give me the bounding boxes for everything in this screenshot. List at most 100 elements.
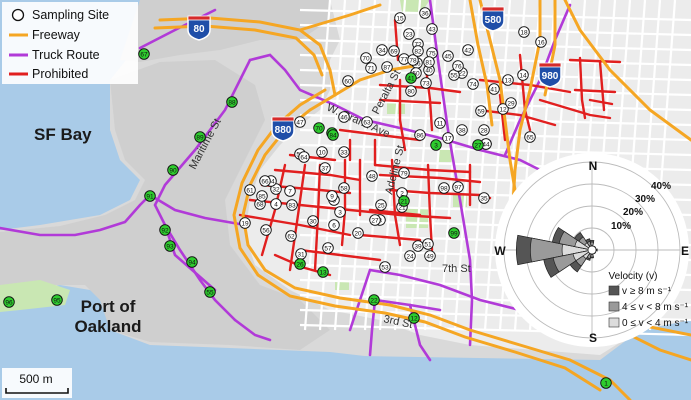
site-marker[interactable]: 33: [338, 146, 350, 158]
site-marker[interactable]: 29: [505, 97, 517, 109]
site-marker[interactable]: 70: [313, 122, 325, 134]
site-marker[interactable]: 3: [430, 139, 442, 151]
site-marker[interactable]: 94: [186, 256, 198, 268]
site-marker[interactable]: 47: [294, 116, 306, 128]
site-marker[interactable]: 77: [398, 53, 410, 65]
site-marker[interactable]: 15: [394, 12, 406, 24]
site-marker[interactable]: 64: [298, 151, 310, 163]
site-marker[interactable]: 31: [295, 248, 307, 260]
site-marker[interactable]: 34: [376, 44, 388, 56]
site-marker[interactable]: 63: [361, 116, 373, 128]
site-marker[interactable]: 49: [424, 250, 436, 262]
site-marker[interactable]: 41: [405, 72, 417, 84]
site-marker[interactable]: 70: [360, 52, 372, 64]
site-marker[interactable]: 55: [448, 69, 460, 81]
site-marker[interactable]: 19: [239, 217, 251, 229]
site-marker[interactable]: 92: [159, 224, 171, 236]
site-marker[interactable]: 55: [204, 286, 216, 298]
site-marker[interactable]: 59: [475, 105, 487, 117]
site-marker[interactable]: 23: [403, 28, 415, 40]
site-marker[interactable]: 88: [226, 96, 238, 108]
site-marker[interactable]: 35: [478, 192, 490, 204]
site-marker[interactable]: 62: [285, 230, 297, 242]
site-marker[interactable]: 14: [517, 69, 529, 81]
site-marker[interactable]: 85: [256, 190, 268, 202]
site-marker[interactable]: 45: [442, 50, 454, 62]
site-marker[interactable]: 11: [434, 117, 446, 129]
site-marker[interactable]: 4: [270, 198, 282, 210]
site-marker[interactable]: 12: [408, 312, 420, 324]
site-marker[interactable]: 42: [462, 44, 474, 56]
site-marker[interactable]: 39: [412, 240, 424, 252]
site-marker[interactable]: 37: [319, 162, 331, 174]
site-marker[interactable]: 9: [326, 190, 338, 202]
site-marker[interactable]: 41: [488, 83, 500, 95]
site-marker[interactable]: 6: [328, 219, 340, 231]
site-marker[interactable]: 48: [366, 170, 378, 182]
site-marker[interactable]: 71: [365, 62, 377, 74]
site-marker[interactable]: 21: [398, 195, 410, 207]
site-marker[interactable]: 79: [398, 167, 410, 179]
site-marker[interactable]: 86: [414, 129, 426, 141]
site-marker[interactable]: 20: [352, 227, 364, 239]
site-marker[interactable]: 7: [284, 185, 296, 197]
site-marker[interactable]: 56: [260, 224, 272, 236]
site-marker[interactable]: 69: [388, 45, 400, 57]
site-marker[interactable]: 78: [407, 54, 419, 66]
site-marker[interactable]: 74: [467, 78, 479, 90]
site-marker[interactable]: 89: [194, 131, 206, 143]
svg-text:41: 41: [490, 86, 498, 93]
site-marker[interactable]: 32: [270, 183, 282, 195]
site-marker[interactable]: 22: [368, 294, 380, 306]
site-marker[interactable]: 90: [167, 164, 179, 176]
site-marker[interactable]: 36: [419, 7, 431, 19]
site-marker[interactable]: 83: [286, 199, 298, 211]
site-marker[interactable]: 84: [327, 129, 339, 141]
site-marker[interactable]: 67: [138, 48, 150, 60]
site-marker[interactable]: 73: [420, 77, 432, 89]
site-marker[interactable]: 98: [438, 182, 450, 194]
svg-text:6: 6: [332, 222, 336, 229]
site-marker[interactable]: 58: [338, 182, 350, 194]
site-marker[interactable]: 57: [322, 242, 334, 254]
site-marker[interactable]: 65: [524, 131, 536, 143]
site-marker[interactable]: 97: [452, 181, 464, 193]
site-marker[interactable]: 30: [307, 215, 319, 227]
site-marker[interactable]: 87: [381, 61, 393, 73]
site-marker[interactable]: 93: [164, 240, 176, 252]
site-marker[interactable]: 25: [375, 199, 387, 211]
site-marker[interactable]: 3: [334, 206, 346, 218]
site-marker[interactable]: 13: [502, 74, 514, 86]
site-marker[interactable]: 76: [452, 60, 464, 72]
site-marker[interactable]: 46: [338, 111, 350, 123]
site-marker[interactable]: 27: [472, 139, 484, 151]
site-marker[interactable]: 38: [456, 124, 468, 136]
site-marker[interactable]: 91: [144, 190, 156, 202]
site-marker[interactable]: 16: [535, 36, 547, 48]
site-marker[interactable]: 82: [412, 45, 424, 57]
svg-text:11: 11: [437, 120, 444, 127]
site-marker[interactable]: 1: [600, 377, 612, 389]
site-marker[interactable]: 13: [317, 266, 329, 278]
site-marker[interactable]: 12: [497, 103, 509, 115]
site-marker[interactable]: 80: [405, 85, 417, 97]
site-marker[interactable]: 24: [404, 250, 416, 262]
site-marker[interactable]: 26: [294, 258, 306, 270]
rose-north-label: N: [589, 159, 598, 173]
site-marker[interactable]: 61: [244, 184, 256, 196]
site-marker[interactable]: 18: [518, 26, 530, 38]
site-marker[interactable]: 17: [442, 132, 454, 144]
site-marker[interactable]: 27: [369, 214, 381, 226]
site-marker[interactable]: 10: [316, 146, 328, 158]
site-marker[interactable]: 96: [3, 296, 15, 308]
site-marker[interactable]: 95: [51, 294, 63, 306]
site-marker[interactable]: 53: [379, 261, 391, 273]
site-marker[interactable]: 51: [422, 238, 434, 250]
site-marker[interactable]: 43: [426, 23, 438, 35]
site-marker[interactable]: 60: [342, 75, 354, 87]
site-marker[interactable]: 81: [423, 56, 435, 68]
site-marker[interactable]: 99: [448, 227, 460, 239]
site-marker[interactable]: 66: [259, 175, 271, 187]
site-marker[interactable]: 28: [478, 124, 490, 136]
